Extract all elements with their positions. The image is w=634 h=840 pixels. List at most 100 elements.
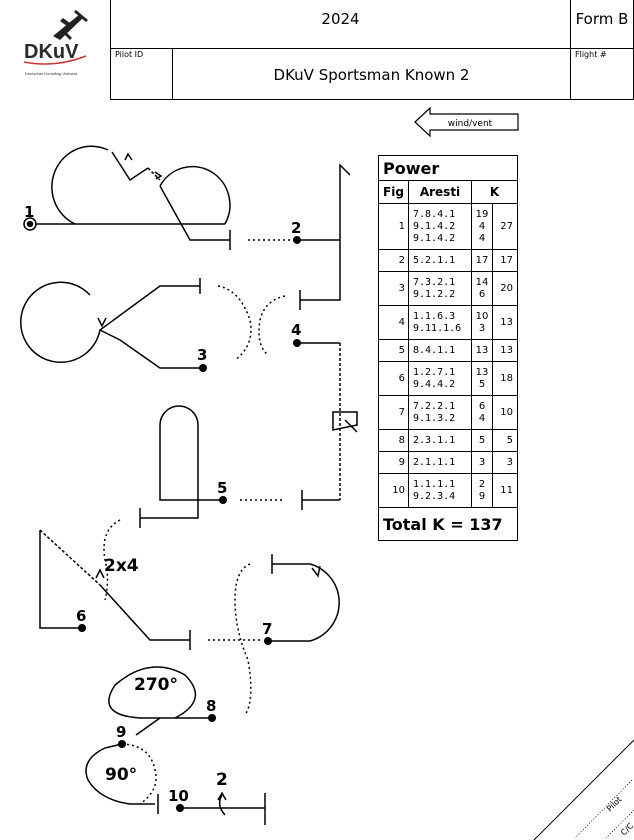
k-value: 4	[478, 220, 486, 232]
aresti-code: 7.2.2.1	[413, 400, 456, 412]
row-aresti: 8.4.1.1	[408, 339, 472, 362]
k-value: 13	[475, 366, 489, 378]
pilot-signature-label: Pilot	[605, 795, 623, 813]
roll-annotation-2: 2	[216, 770, 228, 790]
wind-arrow: wind/vent	[414, 107, 519, 137]
aresti-code: 1.1.1.1	[413, 478, 456, 490]
k-value: 6	[478, 400, 486, 412]
row-fig: 7	[378, 395, 409, 430]
k-value: 2	[478, 478, 486, 490]
roll-annotation-2x4: 2x4	[104, 556, 139, 576]
row-fig: 10	[378, 473, 409, 508]
row-k-total: 10	[492, 395, 518, 430]
row-aresti: 5.2.1.1	[408, 249, 472, 272]
row-fig: 4	[378, 305, 409, 340]
row-fig: 2	[378, 249, 409, 272]
logo-subtext: Deutscher Kunstflug-Verband	[25, 71, 77, 76]
row-k-total: 13	[492, 339, 518, 362]
k-value: 4	[478, 412, 486, 424]
row-k-total: 17	[492, 249, 518, 272]
row-fig: 1	[378, 203, 409, 250]
turn-annotation-90: 90°	[105, 765, 137, 785]
aresti-code: 7.3.2.1	[413, 276, 456, 288]
wind-label: wind/vent	[448, 119, 493, 129]
form-header: DKuV Deutscher Kunstflug-Verband 2024 Fo…	[0, 0, 634, 100]
row-k-total: 11	[492, 473, 518, 508]
row-fig: 8	[378, 429, 409, 452]
row-k-values: 5	[471, 429, 493, 452]
k-value: 19	[475, 208, 489, 220]
aresti-code: 1.2.7.1	[413, 366, 456, 378]
col-header-k: K	[471, 180, 518, 204]
figure-number-1: 1	[24, 203, 34, 221]
airplane-icon	[53, 10, 88, 40]
figure-number-2: 2	[291, 219, 301, 237]
aresti-code: 9.1.4.2	[413, 220, 456, 232]
k-value: 3	[478, 322, 486, 334]
k-value: 10	[475, 310, 489, 322]
row-k-values: 17	[471, 249, 493, 272]
aresti-code: 5.2.1.1	[413, 254, 456, 266]
figure-number-6: 6	[76, 607, 86, 625]
figure-number-4: 4	[291, 321, 301, 339]
col-header-aresti: Aresti	[408, 180, 472, 204]
dkuv-logo: DKuV Deutscher Kunstflug-Verband	[8, 8, 103, 88]
figure-number-3: 3	[197, 346, 207, 364]
pilot-id-label: Pilot ID	[115, 50, 144, 59]
figure-number-8: 8	[206, 697, 216, 715]
flight-label: Flight #	[575, 50, 607, 59]
k-value: 5	[478, 434, 486, 446]
row-k-total: 5	[492, 429, 518, 452]
row-aresti: 2.3.1.1	[408, 429, 472, 452]
sequence-name: DKuV Sportsman Known 2	[273, 66, 470, 84]
figure-number-5: 5	[217, 479, 227, 497]
row-aresti: 2.1.1.1	[408, 451, 472, 474]
row-k-total: 27	[492, 203, 518, 250]
row-k-total: 18	[492, 361, 518, 396]
row-fig: 5	[378, 339, 409, 362]
k-value: 4	[478, 232, 486, 244]
aresti-code: 9.4.4.2	[413, 378, 456, 390]
total-k: Total K = 137	[378, 507, 518, 541]
row-k-values: 3	[471, 451, 493, 474]
aresti-code: 9.1.4.2	[413, 232, 456, 244]
k-value: 5	[478, 378, 486, 390]
signature-corner: Pilot C/C	[533, 740, 634, 840]
figure-number-7: 7	[262, 620, 272, 638]
aresti-code: 7.8.4.1	[413, 208, 456, 220]
turn-annotation-270: 270°	[134, 675, 178, 695]
aresti-code: 9.11.1.6	[413, 322, 462, 334]
figure-number-10: 10	[168, 787, 189, 805]
k-value: 9	[478, 490, 486, 502]
form-label: Form B	[575, 10, 629, 28]
k-value: 3	[478, 456, 486, 468]
aresti-code: 1.1.6.3	[413, 310, 456, 322]
col-header-fig: Fig	[378, 180, 409, 204]
row-fig: 9	[378, 451, 409, 474]
row-k-total: 13	[492, 305, 518, 340]
logo-text: DKuV	[24, 41, 79, 63]
row-k-values: 13	[471, 339, 493, 362]
aresti-code: 9.1.2.2	[413, 288, 456, 300]
cic-signature-label: C/C	[619, 821, 634, 837]
